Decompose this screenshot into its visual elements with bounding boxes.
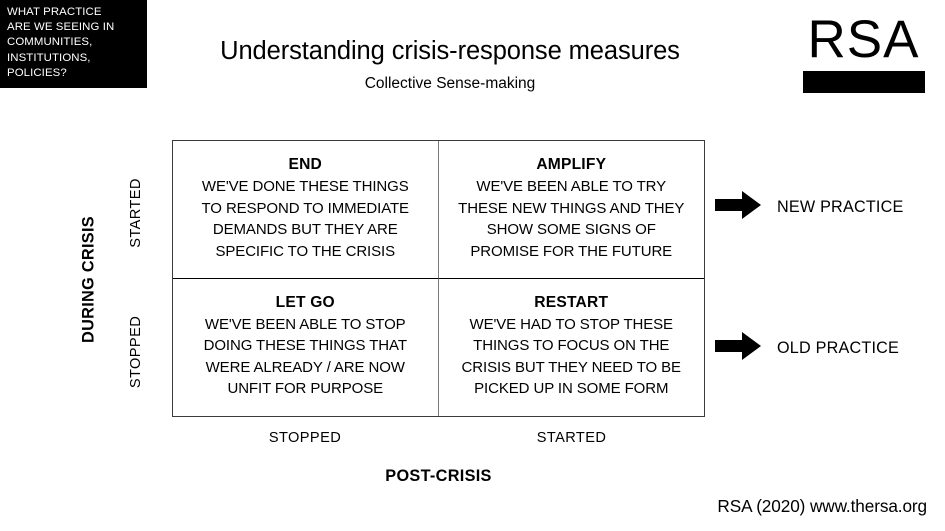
- matrix-cell-line: THESE NEW THINGS AND THEY: [458, 199, 685, 217]
- matrix-cell-line: WE'VE BEEN ABLE TO STOP: [204, 315, 406, 333]
- matrix-cell-let-go: LET GO WE'VE BEEN ABLE TO STOP DOING THE…: [173, 278, 439, 416]
- y-axis-tick-stopped: STOPPED: [128, 315, 144, 389]
- matrix-cell-line: THINGS TO FOCUS ON THE: [473, 337, 670, 354]
- right-arrow-icon: [715, 332, 761, 365]
- matrix-cell-heading: END: [288, 156, 323, 173]
- matrix-cell-body: WE'VE BEEN ABLE TO TRY THESE NEW THINGS …: [449, 176, 695, 262]
- matrix-cell-line: CRISIS BUT THEY NEED TO BE: [461, 358, 682, 376]
- framing-question-box: WHAT PRACTICE ARE WE SEEING IN COMMUNITI…: [0, 0, 147, 88]
- framing-question-line: COMMUNITIES,: [7, 36, 93, 49]
- x-axis-title: POST-CRISIS: [385, 467, 492, 485]
- x-axis-tick-stopped: STOPPED: [268, 430, 342, 446]
- matrix-cell-amplify: AMPLIFY WE'VE BEEN ABLE TO TRY THESE NEW…: [438, 141, 704, 279]
- source-credit: RSA (2020) www.thersa.org: [717, 496, 927, 516]
- matrix-cell-line: DEMANDS BUT THEY ARE: [212, 221, 398, 238]
- matrix-cell-restart: RESTART WE'VE HAD TO STOP THESE THINGS T…: [439, 279, 705, 417]
- matrix-cell-heading: AMPLIFY: [536, 156, 607, 173]
- matrix-cell-line: SHOW SOME SIGNS OF: [486, 221, 656, 238]
- matrix-cell-line: WE'VE DONE THESE THINGS: [201, 178, 409, 195]
- matrix-cell-line: WERE ALREADY / ARE NOW: [205, 358, 405, 376]
- matrix-cell-body: WE'VE BEEN ABLE TO STOP DOING THESE THIN…: [183, 314, 428, 400]
- matrix-cell-line: SPECIFIC TO THE CRISIS: [215, 242, 395, 260]
- matrix-cell-line: DOING THESE THINGS THAT: [203, 337, 407, 354]
- y-axis-tick-started: STARTED: [128, 178, 144, 248]
- matrix-cell-heading: RESTART: [534, 293, 609, 311]
- x-axis-tick-started: STARTED: [536, 430, 607, 446]
- page-subtitle: Collective Sense-making: [364, 75, 536, 92]
- framing-question-line: POLICIES?: [7, 66, 67, 79]
- y-axis-title: DURING CRISIS: [79, 216, 98, 343]
- crisis-response-matrix: END WE'VE DONE THESE THINGS TO RESPOND T…: [172, 140, 705, 417]
- outcome-label: NEW PRACTICE: [777, 198, 904, 216]
- rsa-logo-letters: RSA: [807, 10, 920, 69]
- framing-question-line: ARE WE SEEING IN: [7, 21, 115, 34]
- matrix-cell-line: PROMISE FOR THE FUTURE: [470, 242, 673, 260]
- outcome-old-practice: OLD PRACTICE: [715, 332, 899, 365]
- page-title: Understanding crisis-response measures: [220, 37, 680, 65]
- matrix-cell-line: PICKED UP IN SOME FORM: [474, 380, 669, 397]
- outcome-label: OLD PRACTICE: [777, 339, 900, 357]
- matrix-cell-line: TO RESPOND TO IMMEDIATE: [201, 199, 410, 217]
- matrix-cell-heading: LET GO: [275, 293, 335, 311]
- matrix-cell-line: UNFIT FOR PURPOSE: [227, 380, 384, 397]
- rsa-logo: RSA: [800, 10, 927, 95]
- outcome-new-practice: NEW PRACTICE: [715, 191, 904, 224]
- right-arrow-icon: [715, 191, 761, 224]
- framing-question-line: WHAT PRACTICE: [7, 6, 102, 18]
- matrix-cell-line: WE'VE HAD TO STOP THESE: [469, 315, 674, 333]
- matrix-cell-line: WE'VE BEEN ABLE TO TRY: [476, 178, 667, 195]
- matrix-cell-end: END WE'VE DONE THESE THINGS TO RESPOND T…: [173, 141, 439, 279]
- framing-question-line: INSTITUTIONS,: [7, 51, 91, 64]
- rsa-logo-bar: [803, 71, 925, 93]
- matrix-cell-body: WE'VE HAD TO STOP THESE THINGS TO FOCUS …: [449, 314, 695, 400]
- matrix-cell-body: WE'VE DONE THESE THINGS TO RESPOND TO IM…: [183, 176, 428, 262]
